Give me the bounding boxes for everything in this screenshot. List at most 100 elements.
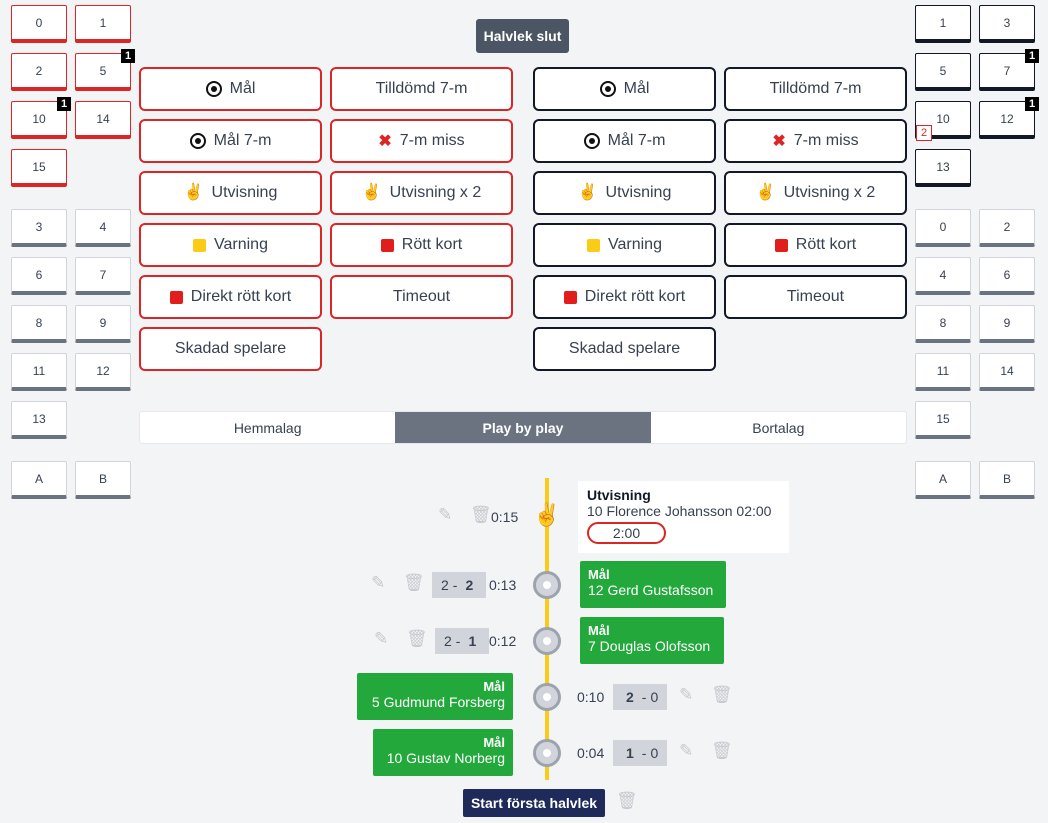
ball-icon [189,133,206,149]
home-goal-7m-button[interactable]: Mål 7-m [139,119,322,163]
away-warning-button[interactable]: Varning [533,223,716,267]
start-first-half-button[interactable]: Start första halvlek [463,789,605,817]
home-miss-7m-button[interactable]: ✖7-m miss [330,119,513,163]
count-badge: 1 [57,97,71,111]
home-bench-player-button[interactable]: 3 [11,209,67,247]
official-label: A [34,471,43,486]
home-goal-button[interactable]: Mål [139,67,322,111]
player-number: 7 [1003,63,1011,78]
event-player: 5 Gudmund Forsberg [371,694,505,710]
home-suspension-x2-button[interactable]: ✌Utvisning x 2 [330,171,513,215]
home-warning-button[interactable]: Varning [139,223,322,267]
player-number: 1 [939,15,947,30]
home-timeout-button[interactable]: Timeout [330,275,513,319]
home-player-button[interactable]: 0 [11,5,67,43]
away-score: 0 [650,689,659,705]
away-direct-red-button[interactable]: Direkt rött kort [533,275,716,319]
home-suspension-button[interactable]: ✌Utvisning [139,171,322,215]
home-score: 1 [626,745,634,761]
player-number: 7 [99,267,107,282]
home-player-button[interactable]: 15 [11,149,67,187]
away-awarded-7m-button[interactable]: Tilldömd 7-m [724,67,907,111]
event-player: 10 Gustav Norberg [386,750,505,766]
away-player-button[interactable]: 5 [915,53,971,91]
count-badge: 1 [1025,97,1039,111]
home-player-button[interactable]: 14 [75,101,131,139]
away-bench-player-button[interactable]: 14 [979,353,1035,391]
edit-icon[interactable]: ✎ [374,629,389,648]
away-timeout-button[interactable]: Timeout [724,275,907,319]
two-fingers-hand-icon: ✌ [577,184,598,201]
home-awarded-7m-button[interactable]: Tilldömd 7-m [330,67,513,111]
trash-icon[interactable]: 🗑 [403,573,425,592]
away-bench-player-button[interactable]: 4 [915,257,971,295]
edit-icon[interactable]: ✎ [679,741,694,760]
home-red-card-button[interactable]: Rött kort [330,223,513,267]
home-direct-red-button[interactable]: Direkt rött kort [139,275,322,319]
home-bench-player-button[interactable]: 11 [11,353,67,391]
home-official-button[interactable]: B [75,461,131,499]
action-label: Mål [229,80,256,97]
action-label: Varning [608,236,662,253]
trash-icon[interactable]: 🗑 [711,685,733,704]
event-time: 0:10 [577,689,605,705]
away-bench-player-button[interactable]: 0 [915,209,971,247]
home-bench-player-button[interactable]: 13 [11,401,67,439]
count-badge: 1 [121,49,135,63]
home-player-button[interactable]: 1 [75,5,131,43]
score-box: 1-0 [613,740,668,766]
away-goal-7m-button[interactable]: Mål 7-m [533,119,716,163]
action-label: Timeout [786,288,845,305]
away-player-button[interactable]: 13 [915,149,971,187]
edit-icon[interactable]: ✎ [371,573,386,592]
away-bench-player-button[interactable]: 8 [915,305,971,343]
player-number: 12 [1000,111,1014,126]
player-number: 4 [99,219,107,234]
home-bench-player-button[interactable]: 6 [11,257,67,295]
tab-home-team[interactable]: Hemmalag [233,419,302,436]
away-red-card-button[interactable]: Rött kort [724,223,907,267]
home-bench-player-button[interactable]: 7 [75,257,131,295]
away-bench-player-button[interactable]: 6 [979,257,1035,295]
cross-icon: ✖ [378,133,392,150]
home-bench-player-button[interactable]: 8 [11,305,67,343]
trash-icon[interactable]: 🗑 [616,791,638,810]
away-bench-player-button[interactable]: 15 [915,401,971,439]
home-official-button[interactable]: A [11,461,67,499]
edit-icon[interactable]: ✎ [679,685,694,704]
away-bench-player-button[interactable]: 9 [979,305,1035,343]
away-injured-button[interactable]: Skadad spelare [533,327,716,371]
away-suspension-button[interactable]: ✌Utvisning [533,171,716,215]
home-bench-player-button[interactable]: 9 [75,305,131,343]
away-player-button[interactable]: 12 1 [979,97,1039,139]
tab-away-team[interactable]: Bortalag [752,419,805,436]
home-injured-button[interactable]: Skadad spelare [139,327,322,371]
home-score: 2 [626,689,634,705]
home-bench-player-button[interactable]: 12 [75,353,131,391]
trash-icon[interactable]: 🗑 [470,505,492,524]
away-player-button[interactable]: 1 [915,5,971,43]
halftime-end-button[interactable]: Halvlek slut [476,19,569,53]
away-bench-player-button[interactable]: 2 [979,209,1035,247]
away-goal-button[interactable]: Mål [533,67,716,111]
edit-icon[interactable]: ✎ [438,505,453,524]
home-bench-player-button[interactable]: 4 [75,209,131,247]
trash-icon[interactable]: 🗑 [711,741,733,760]
away-miss-7m-button[interactable]: ✖7-m miss [724,119,907,163]
away-official-button[interactable]: B [979,461,1035,499]
away-player-button[interactable]: 3 [979,5,1035,43]
away-official-button[interactable]: A [915,461,971,499]
away-score: 0 [650,745,659,761]
ball-icon [533,627,561,655]
trash-icon[interactable]: 🗑 [406,629,428,648]
away-suspension-x2-button[interactable]: ✌Utvisning x 2 [724,171,907,215]
tab-play-by-play[interactable]: Play by play [395,412,651,443]
away-bench-player-button[interactable]: 11 [915,353,971,391]
player-number: 1 [99,15,107,30]
home-player-button[interactable]: 2 [11,53,67,91]
action-label: Utvisning [211,184,278,201]
